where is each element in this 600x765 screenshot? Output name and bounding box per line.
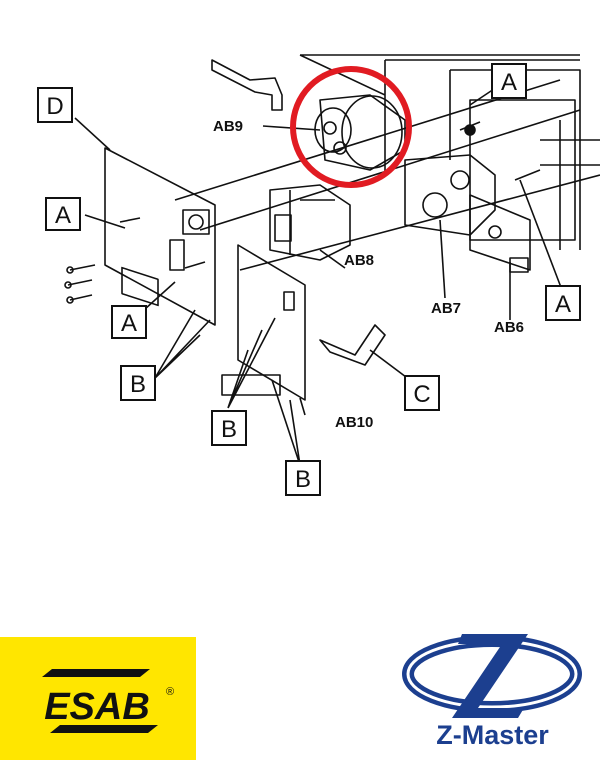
svg-text:A: A xyxy=(555,291,571,318)
part-label: AB9 xyxy=(213,118,243,135)
box-label: A xyxy=(111,305,147,339)
box-label: B xyxy=(211,410,247,446)
svg-text:B: B xyxy=(130,371,146,398)
component-ab7 xyxy=(404,154,496,236)
svg-text:®: ® xyxy=(166,686,174,698)
relay-ab8 xyxy=(269,184,351,261)
box-label: B xyxy=(285,460,321,496)
esab-logo: ESAB ® xyxy=(0,637,196,760)
box-label: C xyxy=(404,375,440,411)
exploded-parts-diagram: D A A B B B C A A AB9 AB8 AB7 AB6 AB10 xyxy=(37,54,600,496)
svg-text:C: C xyxy=(413,381,430,408)
svg-text:B: B xyxy=(221,416,237,443)
svg-text:A: A xyxy=(121,310,137,337)
svg-text:D: D xyxy=(46,93,63,120)
zmaster-text: Z-Master xyxy=(436,720,549,750)
svg-text:B: B xyxy=(295,466,311,493)
highlight-circle xyxy=(290,66,412,188)
svg-text:A: A xyxy=(55,202,71,229)
part-label: AB10 xyxy=(335,414,373,431)
box-label: B xyxy=(120,365,156,401)
board-ab10 xyxy=(237,244,306,401)
box-label: A xyxy=(545,285,581,321)
panel-d xyxy=(104,147,216,326)
part-label: AB6 xyxy=(494,319,524,336)
svg-text:A: A xyxy=(501,69,517,96)
box-label: D xyxy=(37,87,73,123)
bracket-c xyxy=(319,324,386,366)
zmaster-logo: Z-Master xyxy=(400,628,585,753)
board-ab6 xyxy=(469,194,531,271)
svg-text:ESAB: ESAB xyxy=(44,686,150,728)
box-label: A xyxy=(491,63,527,99)
part-label: AB7 xyxy=(431,300,461,317)
part-label: AB8 xyxy=(344,252,374,269)
box-label: A xyxy=(45,197,81,231)
